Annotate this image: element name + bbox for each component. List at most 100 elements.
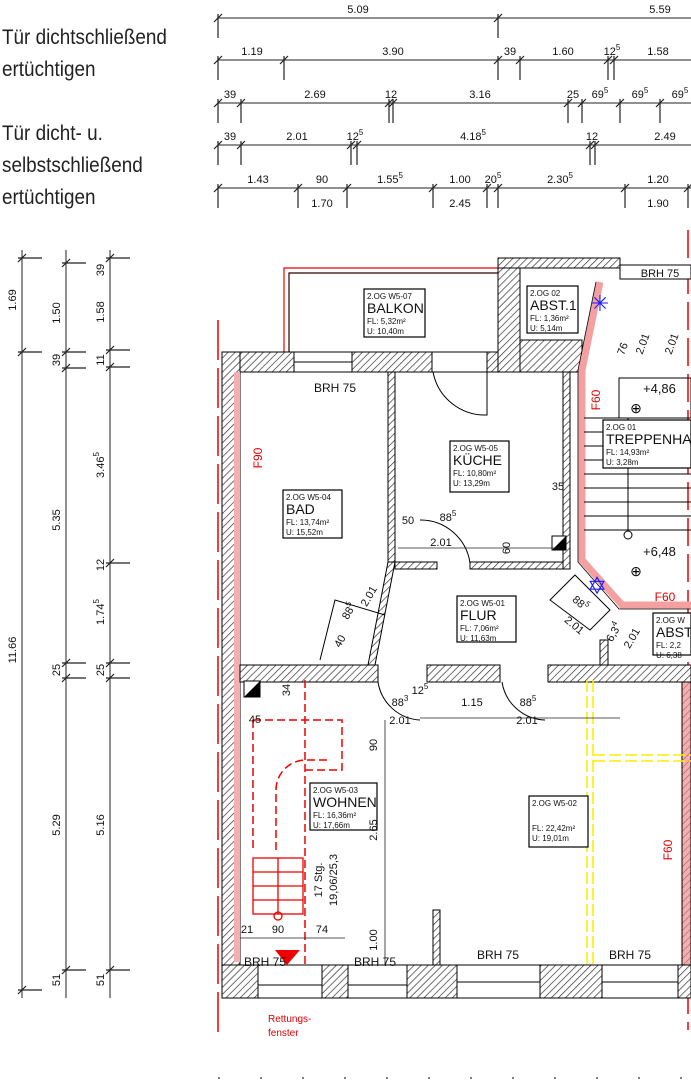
dimension-tick: [17, 985, 27, 995]
room-id: 2.OG W: [656, 616, 685, 625]
dimension-label: 1.745: [92, 599, 107, 625]
dimension-tick: [293, 183, 303, 193]
room-id: 2.OG W5-01: [460, 599, 505, 608]
dimension-tick: [105, 558, 115, 568]
dimension-label: 50: [402, 515, 414, 527]
fire-rating-label: F60: [661, 839, 675, 860]
room-name: BALKON: [367, 300, 424, 316]
dimension-tick: [236, 98, 246, 108]
dimension-label: 1.70: [311, 198, 332, 210]
window: [431, 351, 488, 373]
dimension-tick: [352, 140, 362, 150]
dimension-label: 11: [95, 354, 107, 365]
dimension-tick: [213, 140, 223, 150]
door-swing: [377, 681, 421, 721]
stair-post: [623, 530, 633, 540]
note-line: selbstschließend: [2, 154, 143, 177]
room-perimeter: U: 6,38: [656, 651, 682, 660]
dimension-label: 205: [485, 171, 502, 186]
window: [619, 264, 691, 280]
dimension-tick: [515, 55, 525, 65]
dimension-tick: [609, 55, 619, 65]
dimension-label: 5.35: [51, 509, 63, 530]
smoke-detector-icon: ✡: [587, 573, 607, 600]
room-area: FL: 22,42m²: [532, 824, 575, 833]
dimension-label: 2.305: [547, 171, 573, 186]
dimension-label: 2.49: [654, 131, 675, 143]
fire-wall: [234, 372, 240, 962]
wall: [562, 371, 571, 570]
dimension-label: 45: [249, 714, 261, 726]
level-label: +4,86: [643, 381, 676, 396]
room-label-box: [456, 595, 517, 643]
wall: [519, 339, 583, 373]
dimension-label: 4.185: [460, 128, 486, 143]
dimension-tick: [493, 183, 503, 193]
room-id: 2.OG W5-04: [286, 493, 331, 502]
dimension-label: 39: [504, 46, 516, 58]
dimension-tick: [493, 55, 503, 65]
dimension-tick: [17, 253, 27, 263]
dimension-label: 125: [604, 43, 621, 58]
room-perimeter: U: 15,52m: [286, 528, 323, 537]
dimension-label: 1.58: [95, 301, 107, 322]
dimension-label: 2.01: [516, 715, 537, 727]
fire-rating-label: F60: [589, 389, 603, 410]
note-line: ertüchtigen: [2, 186, 96, 209]
dimension-tick: [590, 140, 600, 150]
dimension-label: 125: [412, 682, 429, 697]
door-leaf: [319, 599, 386, 661]
room-perimeter: U: 10,40m: [367, 327, 404, 336]
sill-label: BRH 75: [477, 948, 519, 962]
room-area: FL: 1,36m²: [530, 314, 569, 323]
room-id: 2.OG W5-03: [313, 786, 358, 795]
door-leaf: [549, 574, 611, 631]
dimension-tick: [17, 347, 27, 357]
dimension-tick: [213, 13, 223, 23]
dimension-label: 1.555: [377, 171, 403, 186]
room-name: ABST.1: [530, 297, 577, 313]
dimension-tick: [61, 965, 71, 975]
dimension-label: 1.58: [647, 46, 668, 58]
dimension-label: 1.69: [7, 289, 19, 310]
wall: [497, 257, 621, 269]
dimension-label: 11.66: [7, 637, 19, 664]
dimension-label: 12: [586, 131, 598, 143]
dimension-tick: [603, 55, 613, 65]
dimension-tick: [61, 258, 71, 268]
loft-stair: [252, 680, 343, 965]
dimension-label: 2.01: [389, 715, 410, 727]
wall: [239, 664, 379, 683]
dimension-label: 1.19: [241, 46, 262, 58]
dimension-label: 5.29: [51, 814, 63, 835]
dimension-tick: [428, 183, 438, 193]
note-line: ertüchtigen: [2, 58, 96, 81]
dimension-tick: [346, 140, 356, 150]
room-label-box: [282, 489, 343, 539]
note-line: Tür dichtschließend: [2, 26, 167, 49]
room-name: KÜCHE: [453, 451, 502, 468]
balcony-outline: [283, 267, 498, 352]
dimension-tick: [236, 140, 246, 150]
yellow-dashed-lines: [586, 680, 691, 965]
dimension-label: 2.01: [286, 131, 307, 143]
door-swing: [501, 681, 546, 721]
wall: [387, 371, 396, 563]
dimension-label: 5.59: [649, 4, 670, 16]
dimension-label: 695: [672, 86, 689, 101]
room-label-box: [652, 612, 691, 656]
sill-label: BRH 75: [609, 948, 651, 962]
dimension-label: 3.90: [382, 46, 403, 58]
dimension-tick: [105, 658, 115, 668]
dimension-label: 1.50: [51, 302, 63, 323]
dimension-tick: [213, 183, 223, 193]
dimension-label: 1.20: [647, 174, 668, 186]
room-name: TREPPENHA: [606, 431, 691, 447]
